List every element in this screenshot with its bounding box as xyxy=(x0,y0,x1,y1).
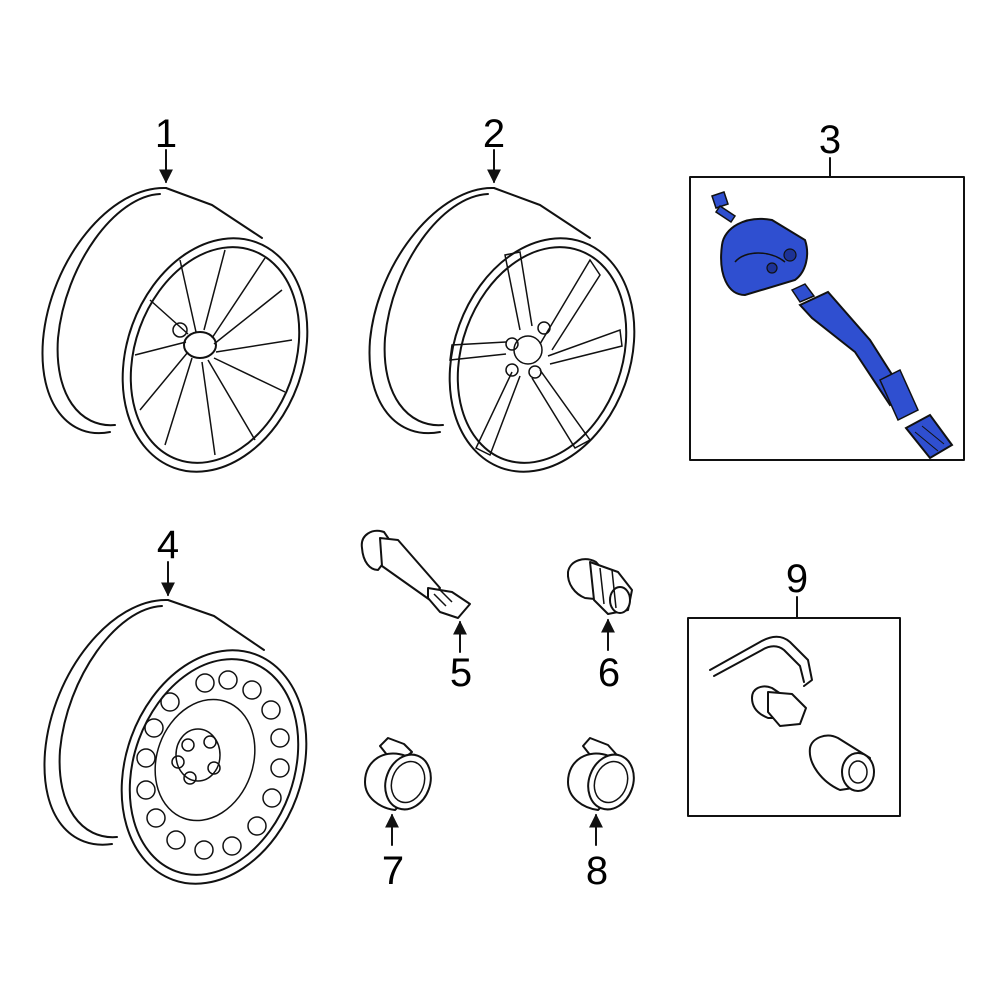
part-9-lock-kit[interactable]: 9 xyxy=(687,557,901,817)
center-cap-icon xyxy=(364,737,432,811)
tpms-sensor-kit-icon xyxy=(711,191,954,460)
part-7-center-cap[interactable]: 7 xyxy=(364,737,438,893)
valve-stem-icon xyxy=(360,529,471,619)
callout-8: 8 xyxy=(586,849,608,893)
callout-6: 6 xyxy=(598,651,620,695)
steel-wheel-icon xyxy=(43,598,308,885)
alloy-wheel-icon xyxy=(368,186,636,473)
callout-4: 4 xyxy=(157,523,179,567)
part-5-valve-stem[interactable]: 5 xyxy=(360,529,472,695)
callout-7: 7 xyxy=(382,849,404,893)
part-2-alloy-wheel[interactable]: 2 xyxy=(368,112,665,498)
callout-5: 5 xyxy=(450,651,472,695)
part-3-tpms-sensor-kit[interactable]: 3 xyxy=(689,118,965,461)
callout-9: 9 xyxy=(786,557,808,601)
callout-3: 3 xyxy=(819,118,841,162)
lug-nut-icon xyxy=(566,558,633,615)
center-cap-icon xyxy=(567,737,635,811)
lock-kit-icon xyxy=(709,635,875,792)
callout-1: 1 xyxy=(155,112,177,156)
part-4-steel-wheel[interactable]: 4 xyxy=(43,523,337,910)
part-8-center-cap[interactable]: 8 xyxy=(567,737,641,893)
part-6-lug-nut[interactable]: 6 xyxy=(566,558,633,695)
alloy-wheel-icon xyxy=(41,186,309,473)
callout-2: 2 xyxy=(483,112,505,156)
part-1-alloy-wheel[interactable]: 1 xyxy=(41,112,338,498)
